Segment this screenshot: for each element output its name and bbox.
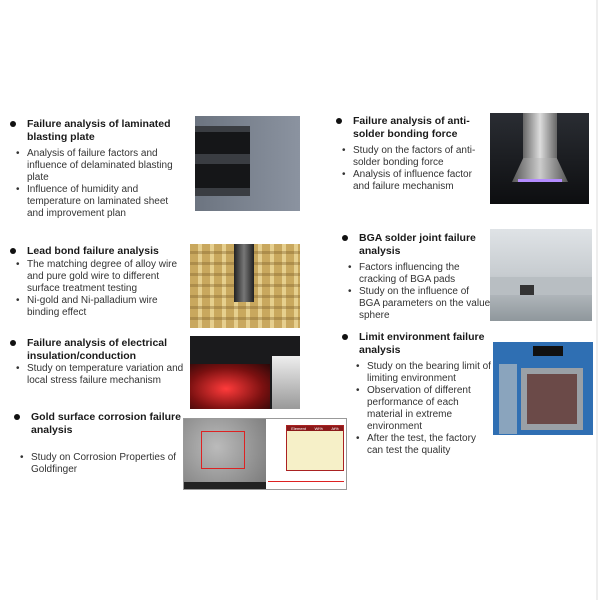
list-item: •Study on the influence of BGA parameter…: [348, 286, 491, 321]
section-title: Failure analysis of electrical insulatio…: [27, 337, 168, 362]
bullet-icon: [336, 118, 342, 124]
list-item: •Analysis of influence factor and failur…: [342, 169, 472, 192]
bullet-icon: [10, 340, 16, 346]
page-edge: [596, 0, 598, 600]
section-electrical-insulation: Failure analysis of electrical insulatio…: [10, 337, 185, 387]
section-title: Gold surface corrosion failure analysis: [31, 411, 181, 436]
section-title: Lead bond failure analysis: [27, 245, 159, 257]
bonding-tool-photo: [490, 113, 589, 204]
cleanroom-photo: [490, 229, 592, 321]
list-item: •Study on Corrosion Properties of Goldfi…: [20, 452, 177, 475]
bullet-icon: [342, 235, 348, 241]
list-item: •Analysis of failure factors and influen…: [16, 148, 173, 183]
list-item: •Ni-gold and Ni-palladium wire binding e…: [16, 294, 158, 318]
list-item: •Factors influencing the cracking of BGA…: [348, 262, 460, 285]
list-item: •Study on the bearing limit of limiting …: [356, 361, 491, 384]
list-item: •The matching degree of alloy wire and p…: [16, 258, 178, 294]
section-limit-environment: Limit environment failure analysis •Stud…: [342, 331, 492, 457]
section-bga-solder: BGA solder joint failure analysis •Facto…: [342, 232, 492, 322]
section-gold-corrosion: Gold surface corrosion failure analysis …: [14, 411, 184, 476]
section-lead-bond: Lead bond failure analysis •The matching…: [10, 245, 180, 319]
section-anti-solder: Failure analysis of anti-solder bonding …: [336, 115, 486, 193]
list-item: •Study on temperature variation and loca…: [16, 363, 184, 386]
laminated-plate-photo: [195, 116, 300, 211]
section-laminated-plate: Failure analysis of laminated blasting p…: [10, 118, 175, 220]
wire-bond-photo: [190, 244, 300, 328]
section-title: Failure analysis of laminated blasting p…: [27, 118, 171, 143]
list-item: •Influence of humidity and temperature o…: [16, 184, 169, 219]
electrical-test-photo: [190, 336, 300, 409]
bullet-icon: [14, 414, 20, 420]
bullet-icon: [342, 334, 348, 340]
list-item: •After the test, the factory can test th…: [356, 433, 476, 456]
environment-chamber-photo: [493, 342, 593, 435]
list-item: •Study on the factors of anti-solder bon…: [342, 145, 476, 168]
bullet-icon: [10, 248, 16, 254]
section-title: Failure analysis of anti-solder bonding …: [353, 115, 470, 140]
bullet-icon: [10, 121, 16, 127]
section-title: BGA solder joint failure analysis: [359, 232, 476, 257]
list-item: •Observation of different performance of…: [356, 385, 471, 432]
section-title: Limit environment failure analysis: [359, 331, 485, 356]
